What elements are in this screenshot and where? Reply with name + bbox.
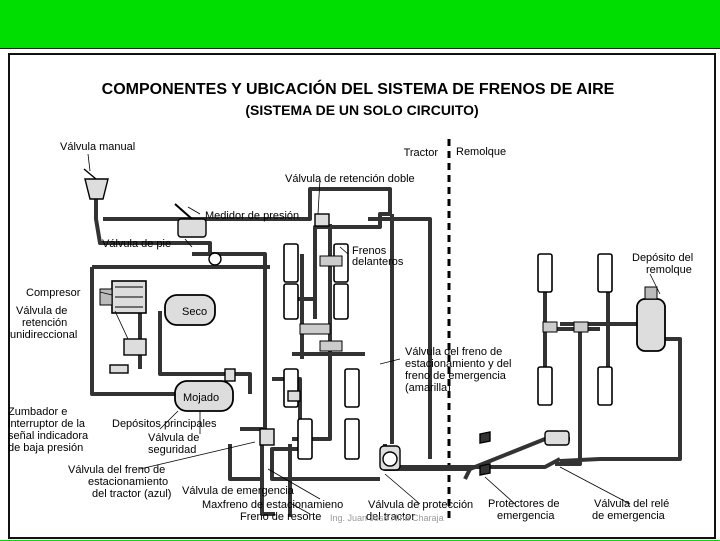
label-buzzer-1: Zumbador e	[8, 406, 67, 418]
label-one-way-check-1: Válvula de	[16, 305, 67, 317]
label-one-way-check-3: unidireccional	[10, 329, 77, 341]
valves	[83, 168, 570, 476]
label-one-way-check-2: retención	[22, 317, 67, 329]
footer-author: Ing. Juan José Nina Charaja	[330, 513, 444, 523]
label-double-check-valve: Válvula de retención doble	[285, 173, 415, 185]
label-front-brakes-2: delanteros	[352, 256, 404, 268]
label-tractor-protection-2: del tractor	[366, 511, 415, 523]
label-pressure-gauge: Medidor de presión	[205, 210, 299, 222]
label-buzzer-3: señal indicadora	[8, 430, 89, 442]
label-foot-valve: Válvula de pie	[102, 238, 171, 250]
label-emergency-protectors-1: Protectores de	[488, 498, 560, 510]
label-spring-brake-1: Maxfreno de estacionamieno	[202, 499, 343, 511]
brake-actuators	[299, 255, 589, 352]
label-relay-valve-2: de emergencia	[592, 510, 666, 522]
trailer-section-label: Remolque	[456, 146, 506, 158]
slide: COMPONENTES Y UBICACIÓN DEL SISTEMA DE F…	[0, 48, 720, 540]
diagram-subtitle: (SISTEMA DE UN SOLO CIRCUITO)	[245, 102, 478, 118]
label-relay-valve-1: Válvula del relé	[594, 498, 669, 510]
dry-tank: Seco	[164, 294, 216, 326]
label-parking-valve-3: freno de emergencia	[405, 370, 507, 382]
label-tractor-protection-1: Válvula de protección	[368, 499, 473, 511]
label-front-brakes-1: Frenos	[352, 245, 387, 257]
tractor-section-label: Tractor	[404, 147, 439, 159]
label-tractor-parking-2: estacionamiento	[88, 476, 168, 488]
label-trailer-tank-1: Depósito del	[632, 252, 693, 264]
label-tractor-parking-1: Válvula del freno de	[68, 464, 165, 476]
label-emergency-protectors-2: emergencia	[497, 510, 555, 522]
label-buzzer-2: interruptor de la	[8, 418, 86, 430]
diagram-frame	[8, 53, 716, 539]
wet-tank: Mojado	[174, 380, 234, 412]
wet-tank-label: Mojado	[183, 392, 219, 404]
dry-tank-label: Seco	[182, 306, 207, 318]
label-spring-brake-2: Freno de resorte	[240, 511, 321, 523]
label-parking-valve-4: (amarilla)	[405, 382, 451, 394]
label-parking-valve-1: Válvula del freno de	[405, 346, 502, 358]
label-parking-valve-2: estacionamiento y del	[405, 358, 511, 370]
leader-lines	[87, 153, 661, 515]
label-trailer-tank-2: remolque	[646, 264, 692, 276]
compressor	[99, 280, 147, 314]
label-buzzer-4: de baja presión	[8, 442, 83, 454]
label-safety-valve-1: Válvula de	[148, 432, 199, 444]
label-emergency-valve: Válvula de emergencia	[182, 485, 295, 497]
label-tractor-parking-3: del tractor (azul)	[92, 488, 171, 500]
front-brakes	[283, 243, 613, 460]
diagram-title: COMPONENTES Y UBICACIÓN DEL SISTEMA DE F…	[102, 79, 615, 98]
label-safety-valve-2: seguridad	[148, 444, 196, 456]
label-main-tanks: Depósitos principales	[112, 418, 217, 430]
label-compressor: Compresor	[26, 287, 81, 299]
trailer-tank	[636, 286, 666, 352]
label-manual-valve: Válvula manual	[60, 141, 135, 153]
brake-diagram: COMPONENTES Y UBICACIÓN DEL SISTEMA DE F…	[8, 79, 693, 523]
